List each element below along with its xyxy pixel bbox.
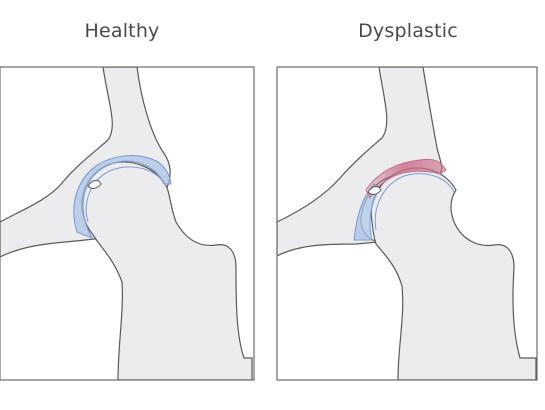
dysplastic-panel [276, 66, 538, 381]
fovea-healthy [87, 179, 102, 189]
fovea-dysplastic [367, 185, 382, 195]
panel-title-dysplastic: Dysplastic [358, 20, 458, 42]
panel-title-healthy: Healthy [84, 20, 160, 42]
joint-line-healthy [85, 166, 167, 223]
cartilage-healthy [73, 155, 172, 240]
joint-line-dysplastic [374, 173, 455, 231]
stress-zone-dysplastic [365, 158, 447, 200]
frame-healthy [0, 66, 255, 381]
femur-bone-dysplastic [370, 167, 537, 380]
femur-bone-healthy [81, 161, 253, 380]
healthy-panel [0, 66, 255, 381]
frame-dysplastic [276, 66, 538, 381]
